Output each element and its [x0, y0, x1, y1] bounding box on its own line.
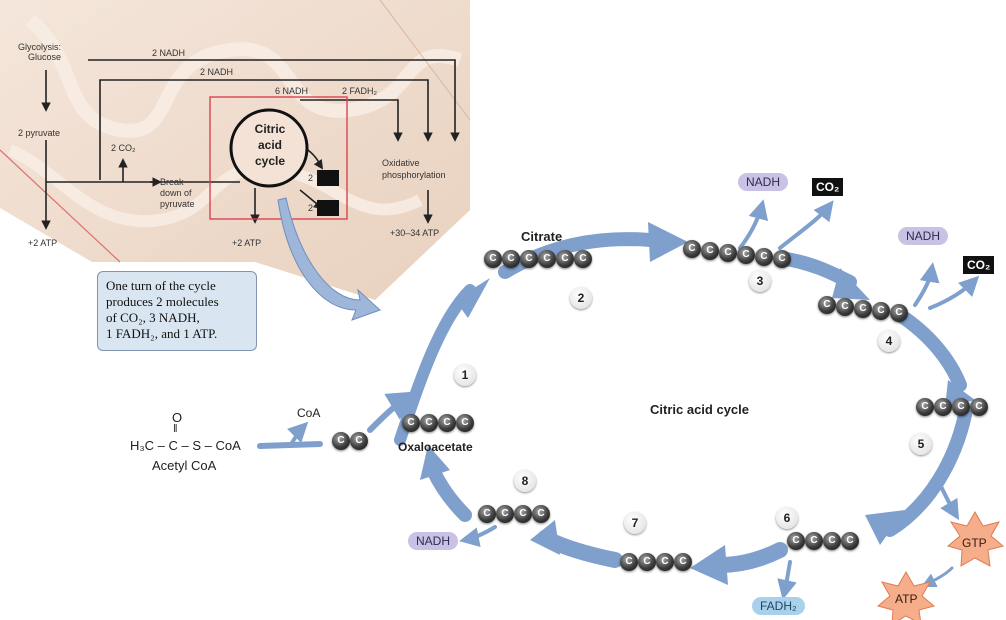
carbon-atom: C [719, 244, 737, 262]
glycolysis-label: Glycolysis: Glucose [18, 42, 62, 62]
step-number-8: 8 [514, 470, 536, 492]
fadh-two-label: 2 FADH₂ [342, 86, 378, 96]
cycle-arrow-6 [712, 542, 788, 573]
carbon-atom: C [456, 414, 474, 432]
co2-step4: CO₂ [963, 256, 995, 274]
carbon-atom: C [787, 532, 805, 550]
carbon-atom: C [502, 250, 520, 268]
carbon-atom: C [836, 298, 854, 316]
carbon-atom: C [538, 250, 556, 268]
step-number-5: 5 [910, 433, 932, 455]
atp-star-shape [876, 570, 936, 620]
acetyl-formula: H₃C – C – S – CoA [130, 438, 241, 453]
carbon-atom: C [970, 398, 988, 416]
summary-note: One turn of the cycle produces 2 molecul… [97, 271, 257, 351]
carbon-atom: C [934, 398, 952, 416]
carbon-atom: C [520, 250, 538, 268]
atp-right-label: +30–34 ATP [390, 228, 440, 238]
nadh-step8: NADH [408, 532, 459, 550]
nadh-six-label: 6 NADH [275, 86, 309, 96]
atp-left-label: +2 ATP [28, 238, 58, 248]
step-number-6: 6 [776, 507, 798, 529]
gtp-label: GTP [962, 536, 987, 550]
carbon-atom: C [402, 414, 420, 432]
acetyl-name: Acetyl CoA [152, 458, 217, 473]
callout-arrow [277, 197, 381, 321]
carbon-atom: C [438, 414, 456, 432]
pyruvate-label: 2 pyruvate [18, 128, 61, 138]
carbon-atom: C [514, 505, 532, 523]
citrate-label: Citrate [521, 229, 563, 244]
carbon-atom: C [805, 532, 823, 550]
carbon-atom: C [556, 250, 574, 268]
oxidative-label: Oxidative phosphorylation [382, 158, 446, 180]
carbon-atom: C [332, 432, 350, 450]
fadh2-product: FADH₂ [752, 597, 805, 615]
carbon-atom: C [823, 532, 841, 550]
carbon-atom: C [890, 304, 908, 322]
atp-mid-label: +2 ATP [232, 238, 262, 248]
acetyl-oxygen: O [172, 410, 183, 425]
coa-released-label: CoA [297, 406, 321, 420]
acetyl-double-bond: ‖ [173, 423, 178, 435]
two-a-label: 2 [308, 173, 314, 183]
two-b-label: 2 [308, 203, 314, 213]
breakdown-label: Break- down of pyruvate [160, 177, 195, 209]
cycle-arrow-4 [893, 308, 967, 392]
cycle-title: Citric acid cycle [650, 402, 749, 417]
step-number-4: 4 [878, 330, 900, 352]
co2-overview-label: 2 CO₂ [111, 143, 136, 153]
carbon-atom: C [683, 240, 701, 258]
carbon-atom: C [872, 302, 890, 320]
nadh-step3: NADH [738, 173, 789, 191]
carbon-atom: C [574, 250, 592, 268]
citric-cycle-label: Citric acid cycle [254, 122, 286, 168]
cycle-arrow-8 [426, 463, 472, 522]
carbon-atom: C [854, 300, 872, 318]
step-number-2: 2 [570, 287, 592, 309]
nadh-step4: NADH [898, 227, 949, 245]
nadh-second-label: 2 NADH [200, 67, 234, 77]
carbon-atom: C [701, 242, 719, 260]
carbon-atom: C [638, 553, 656, 571]
carbon-atom: C [773, 250, 791, 268]
carbon-atom: C [656, 553, 674, 571]
atp-label: ATP [895, 592, 918, 606]
oxaloacetate-label: Oxaloacetate [398, 440, 473, 454]
carbon-atom: C [755, 248, 773, 266]
carbon-atom: C [737, 246, 755, 264]
step-number-3: 3 [749, 270, 771, 292]
carbon-atom: C [350, 432, 368, 450]
carbon-atom: C [674, 553, 692, 571]
carbon-atom: C [420, 414, 438, 432]
co2-step3: CO₂ [812, 178, 844, 196]
carbon-atom: C [484, 250, 502, 268]
carbon-atom: C [952, 398, 970, 416]
carbon-atom: C [818, 296, 836, 314]
carbon-atom: C [841, 532, 859, 550]
nadh-top-label: 2 NADH [152, 48, 186, 58]
carbon-atom: C [478, 505, 496, 523]
step-number-7: 7 [624, 512, 646, 534]
carbon-atom: C [620, 553, 638, 571]
gtp-star-shape [946, 510, 1005, 567]
carbon-atom: C [496, 505, 514, 523]
step-number-1: 1 [454, 364, 476, 386]
carbon-atom: C [916, 398, 934, 416]
carbon-atom: C [532, 505, 550, 523]
